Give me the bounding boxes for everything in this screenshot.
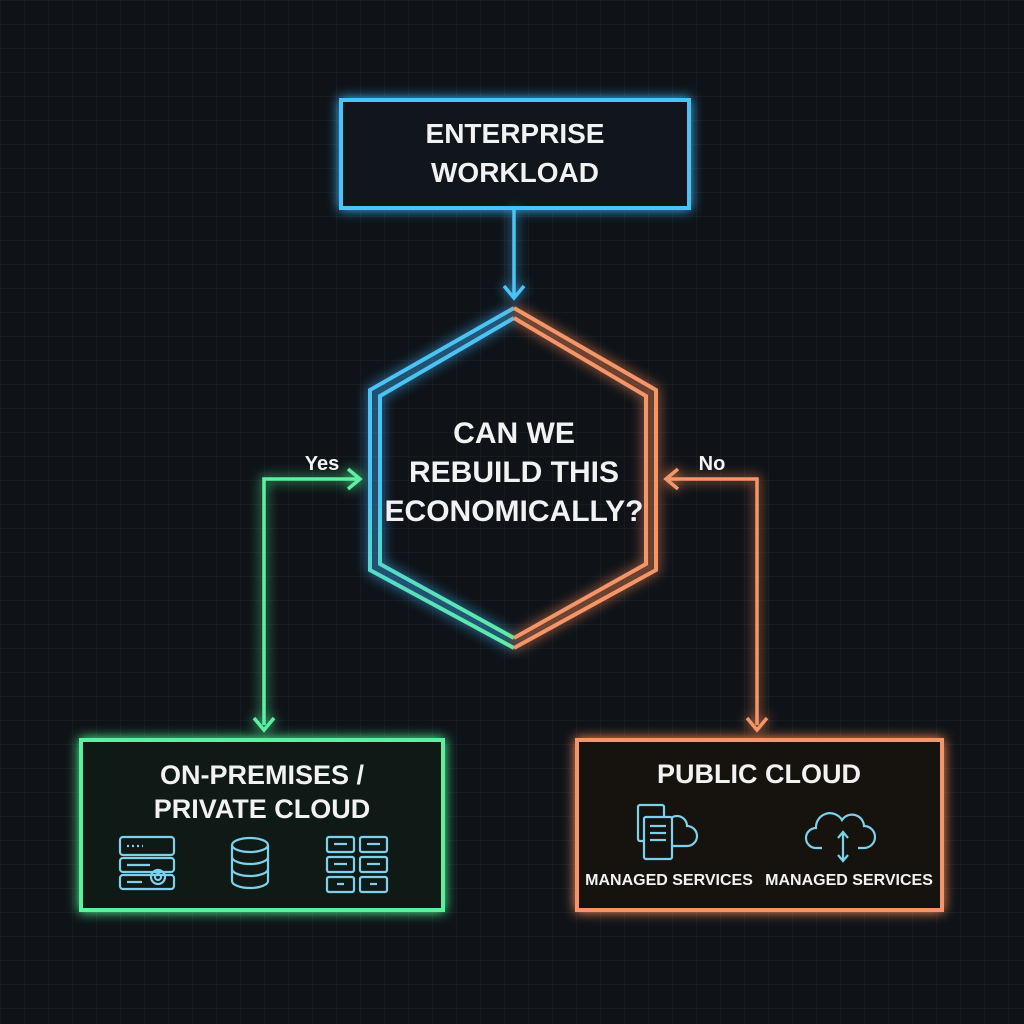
start-label-1: ENTERPRISE (426, 118, 605, 149)
start-node (339, 98, 691, 210)
server-gear-icon (118, 835, 176, 891)
no-label: No (699, 453, 726, 475)
arrow-no (663, 467, 769, 733)
decision-label-1: CAN WE (453, 417, 575, 450)
decision-label-3: ECONOMICALLY? (385, 495, 644, 528)
storage-grid-icon (325, 835, 389, 894)
database-icon (230, 836, 270, 890)
yes-label: Yes (305, 453, 339, 475)
public-cloud-title: PUBLIC CLOUD (657, 759, 861, 789)
cloud-transfer-icon (804, 812, 877, 863)
managed-services-label-1: MANAGED SERVICES (585, 872, 753, 889)
onprem-label-2: PRIVATE CLOUD (154, 794, 371, 824)
documents-cloud-icon (636, 803, 699, 861)
start-label-2: WORKLOAD (431, 157, 599, 188)
onprem-label-1: ON-PREMISES / (160, 760, 365, 790)
arrow-start-to-decision (502, 208, 526, 301)
decision-node (368, 306, 658, 650)
arrow-yes (252, 467, 363, 733)
decision-label-2: REBUILD THIS (409, 456, 619, 489)
managed-services-label-2: MANAGED SERVICES (765, 872, 933, 889)
